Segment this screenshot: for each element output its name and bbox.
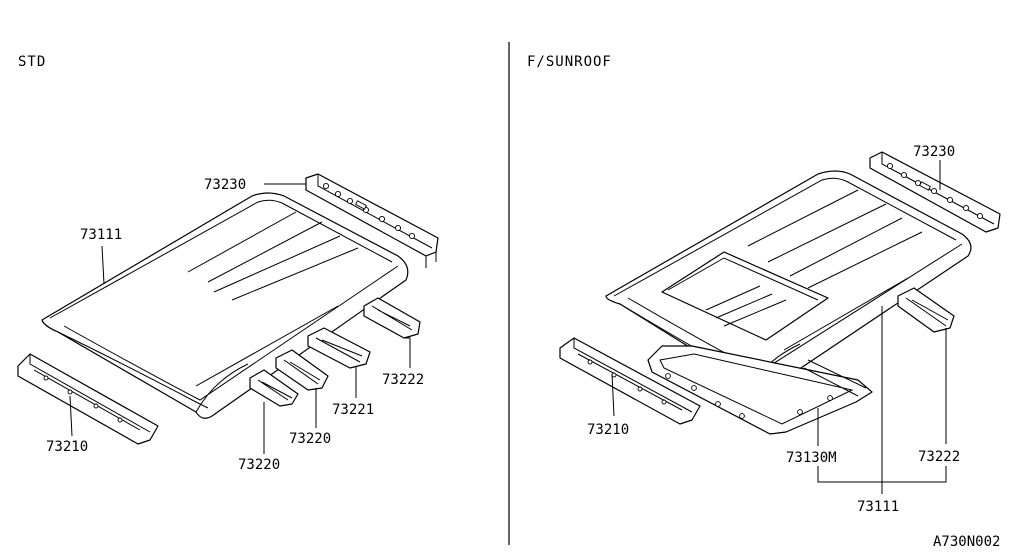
- sunroof-reinforcement-frame-73130m[interactable]: [647, 345, 873, 435]
- leader-std-73222: [404, 337, 411, 368]
- label-std-73111: 73111: [80, 227, 122, 243]
- label-std-73222: 73222: [382, 372, 424, 388]
- label-sunroof-73210: 73210: [587, 422, 629, 438]
- label-sunroof-73130m: 73130M: [786, 450, 837, 466]
- std-rear-roof-rail-73230[interactable]: [305, 173, 439, 268]
- section-title-std: STD: [18, 54, 46, 70]
- std-roof-bow-73222[interactable]: [363, 297, 421, 339]
- label-sunroof-73222: 73222: [918, 449, 960, 465]
- leader-std-73210: [69, 395, 73, 437]
- section-title-sunroof: F/SUNROOF: [527, 54, 612, 70]
- std-roof-bow-73220-upper[interactable]: [275, 349, 329, 391]
- std-roof-group: 73230 73111 73222 73221 73220 73220 7321…: [17, 173, 439, 473]
- label-std-73220a: 73220: [289, 431, 331, 447]
- sunroof-roof-bow-73222[interactable]: [897, 287, 955, 333]
- label-std-73220b: 73220: [238, 457, 280, 473]
- std-front-roof-rail-73210[interactable]: [17, 353, 159, 445]
- leader-sunroof-73210: [611, 373, 615, 417]
- std-roof-bow-73221[interactable]: [307, 327, 371, 369]
- diagram-code: A730N002: [933, 534, 1000, 550]
- std-roof-bow-73220-lower[interactable]: [249, 369, 299, 407]
- label-std-73210: 73210: [46, 439, 88, 455]
- sunroof-roof-group: 73230 73210 73130M 73222 73111: [559, 144, 1001, 515]
- std-roof-panel-73111[interactable]: [41, 192, 409, 419]
- sunroof-rear-roof-rail-73230[interactable]: [869, 151, 1001, 233]
- leader-std-73111: [101, 245, 105, 285]
- sunroof-front-roof-rail-73210[interactable]: [559, 337, 701, 425]
- label-sunroof-73230: 73230: [913, 144, 955, 160]
- label-sunroof-73111: 73111: [857, 499, 899, 515]
- label-std-73221: 73221: [332, 402, 374, 418]
- label-std-73230: 73230: [204, 177, 246, 193]
